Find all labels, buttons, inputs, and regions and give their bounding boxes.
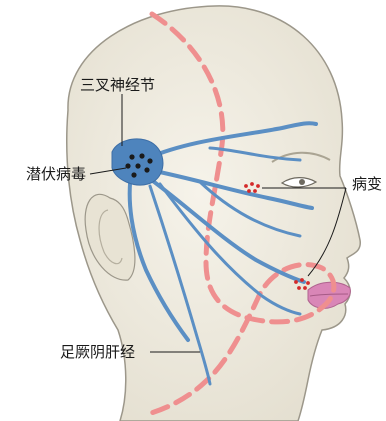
label-liver-meridian: 足厥阴肝经 <box>60 343 135 361</box>
trigeminal-ganglion <box>112 139 163 185</box>
label-lesion: 病变 <box>352 175 382 193</box>
eye-iris <box>299 179 305 185</box>
label-latent-virus: 潜伏病毒 <box>26 165 86 183</box>
label-trigeminal-ganglion: 三叉神经节 <box>80 76 155 94</box>
